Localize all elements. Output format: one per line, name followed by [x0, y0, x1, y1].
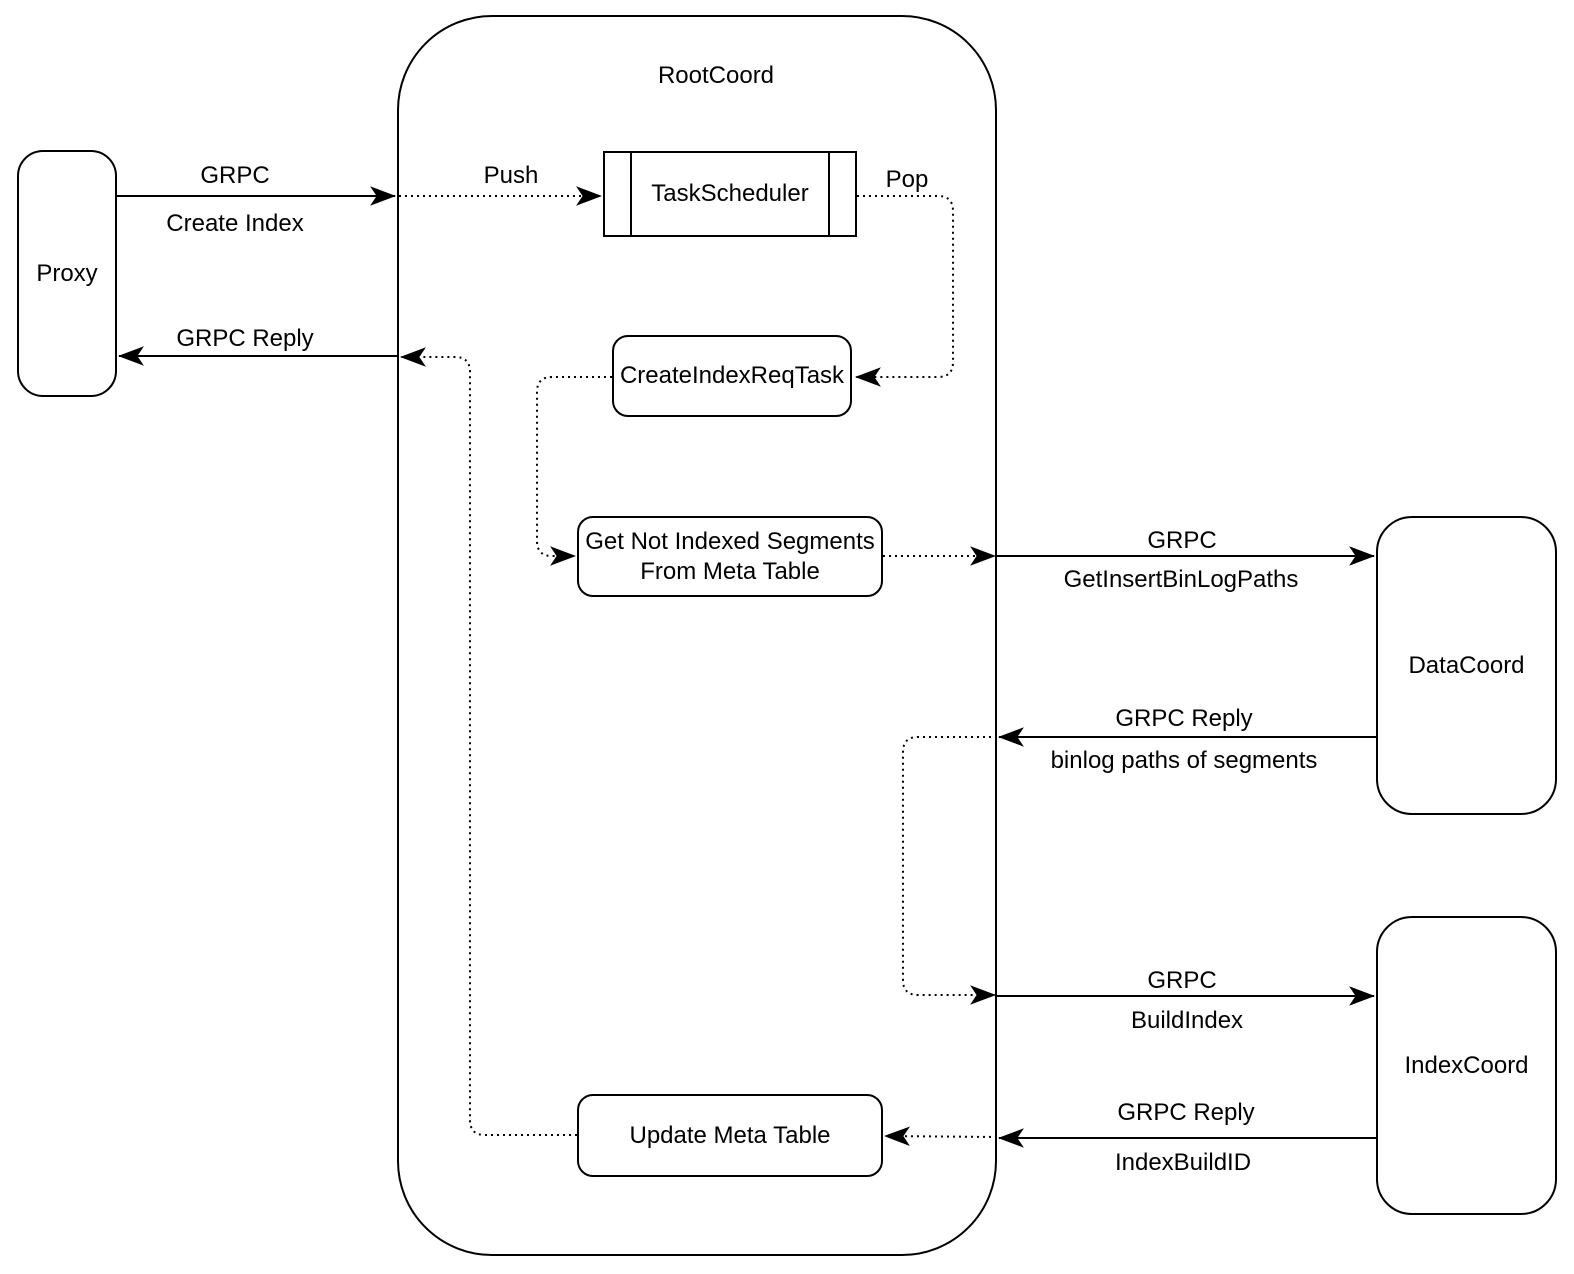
node-indexcoord: IndexCoord	[1376, 916, 1557, 1215]
task-scheduler-left-divider	[630, 153, 632, 235]
node-datacoord: DataCoord	[1376, 516, 1557, 815]
update-meta-table-label: Update Meta Table	[629, 1121, 831, 1149]
node-update-meta-table: Update Meta Table	[577, 1094, 883, 1177]
edge-border-to-updatemeta	[883, 1126, 998, 1146]
indexcoord-label: IndexCoord	[1404, 1051, 1529, 1079]
node-proxy: Proxy	[17, 150, 117, 397]
edge-binlog-loop	[902, 736, 997, 1005]
label-grpc-buildindex-message: BuildIndex	[1130, 1007, 1244, 1034]
get-not-indexed-segments-label: Get Not Indexed Segments From Meta Table	[585, 527, 875, 587]
label-grpc-reply-binlog-protocol: GRPC Reply	[1115, 705, 1253, 732]
label-push: Push	[483, 162, 539, 189]
task-scheduler-right-divider	[828, 153, 830, 235]
rootcoord-title: RootCoord	[657, 62, 775, 89]
label-grpc-reply-proxy: GRPC Reply	[176, 325, 314, 352]
get-not-indexed-line1: Get Not Indexed Segments	[585, 527, 875, 555]
label-grpc-reply-indexbuild-protocol: GRPC Reply	[1117, 1099, 1255, 1126]
label-grpc-create-message: Create Index	[166, 210, 304, 237]
label-grpc-reply-indexbuild-message: IndexBuildID	[1114, 1149, 1252, 1176]
task-scheduler-label: TaskScheduler	[651, 180, 809, 207]
edge-citask-to-getnotindexed	[536, 376, 612, 566]
get-not-indexed-line2: From Meta Table	[640, 557, 820, 585]
proxy-label: Proxy	[36, 259, 98, 287]
label-grpc-reply-binlog-message: binlog paths of segments	[1050, 747, 1318, 774]
node-task-scheduler: TaskScheduler	[603, 151, 857, 237]
node-get-not-indexed-segments: Get Not Indexed Segments From Meta Table	[577, 516, 883, 597]
label-grpc-getinsert-message: GetInsertBinLogPaths	[1063, 566, 1299, 593]
edge-pop	[854, 195, 954, 387]
label-grpc-buildindex-protocol: GRPC	[1147, 967, 1217, 994]
node-create-index-req-task: CreateIndexReqTask	[612, 335, 852, 417]
datacoord-label: DataCoord	[1408, 651, 1525, 679]
label-grpc-create-protocol: GRPC	[200, 162, 270, 189]
node-rootcoord	[397, 15, 997, 1256]
edge-updatemeta-to-border	[399, 347, 577, 1136]
create-index-req-task-label: CreateIndexReqTask	[619, 362, 845, 389]
label-pop: Pop	[885, 166, 929, 193]
label-grpc-getinsert-protocol: GRPC	[1147, 527, 1217, 554]
